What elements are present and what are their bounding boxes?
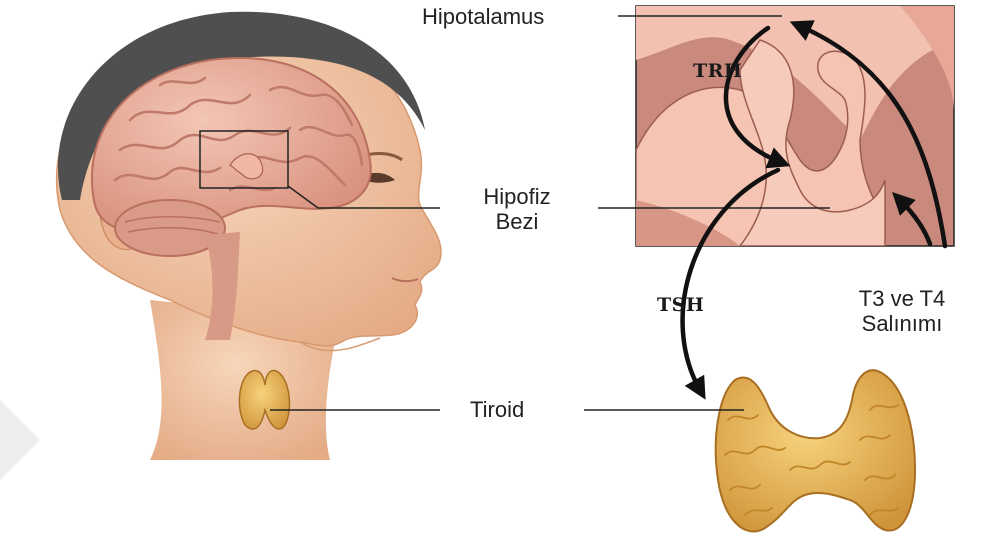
label-t3t4-release: T3 ve T4 Salınımı [832, 286, 972, 337]
label-tsh: TSH [657, 294, 704, 316]
hypothalamus-inset [636, 6, 954, 246]
label-trh: TRH [693, 60, 742, 82]
label-thyroid: Tiroid [470, 397, 524, 422]
label-pituitary: Hipofiz Bezi [454, 184, 580, 235]
label-release-line2: Salınımı [832, 311, 972, 336]
label-pituitary-line1: Hipofiz [454, 184, 580, 209]
label-hypothalamus: Hipotalamus [422, 4, 544, 29]
label-release-line1: T3 ve T4 [832, 286, 972, 311]
thyroid-large [716, 370, 915, 531]
label-pituitary-line2: Bezi [454, 209, 580, 234]
